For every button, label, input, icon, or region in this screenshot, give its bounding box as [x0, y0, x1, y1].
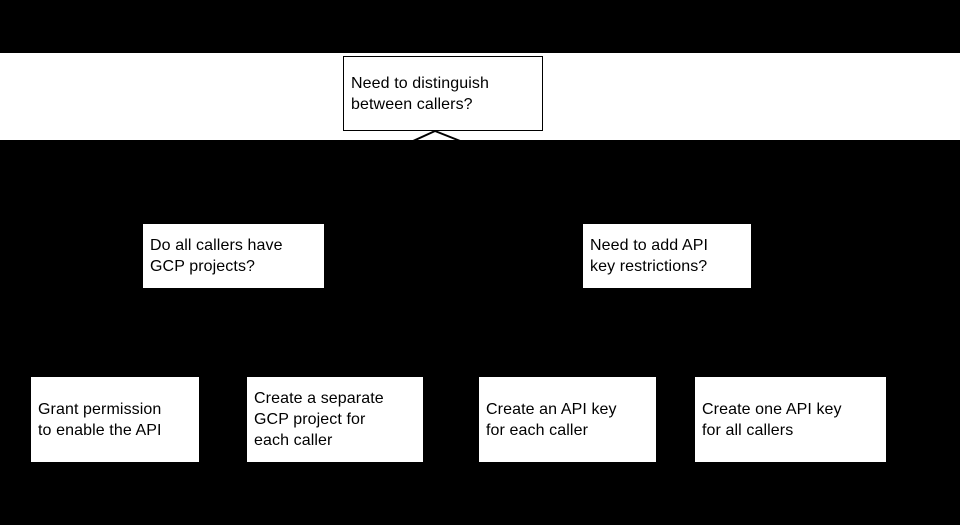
- edge-left-question-to-outcome-2: [232, 288, 336, 377]
- node-create-one-api-key-all-callers: Create one API key for all callers: [694, 376, 887, 463]
- node-label: Need to distinguish between callers?: [351, 74, 489, 113]
- edge-root-to-left-question: [232, 130, 436, 224]
- edge-left-question-to-outcome-1: [114, 288, 234, 377]
- edge-right-question-to-outcome-3: [566, 288, 668, 377]
- node-label: Create one API key for all callers: [702, 400, 842, 439]
- node-need-distinguish-callers: Need to distinguish between callers?: [343, 56, 543, 131]
- node-create-separate-gcp-project: Create a separate GCP project for each c…: [246, 376, 424, 463]
- node-label: Need to add API key restrictions?: [590, 237, 709, 275]
- node-label: Create an API key for each caller: [486, 400, 617, 439]
- node-label: Do all callers have GCP projects?: [150, 237, 283, 275]
- node-create-api-key-each-caller: Create an API key for each caller: [478, 376, 657, 463]
- edge-root-to-right-question: [434, 130, 668, 224]
- node-grant-permission-enable-api: Grant permission to enable the API: [30, 376, 200, 463]
- node-label: Grant permission to enable the API: [38, 400, 162, 439]
- node-label: Create a separate GCP project for each c…: [254, 390, 384, 449]
- node-do-all-callers-have-gcp-projects: Do all callers have GCP projects?: [142, 223, 325, 289]
- node-need-api-key-restrictions: Need to add API key restrictions?: [582, 223, 752, 289]
- edge-right-question-to-outcome-4: [666, 288, 791, 377]
